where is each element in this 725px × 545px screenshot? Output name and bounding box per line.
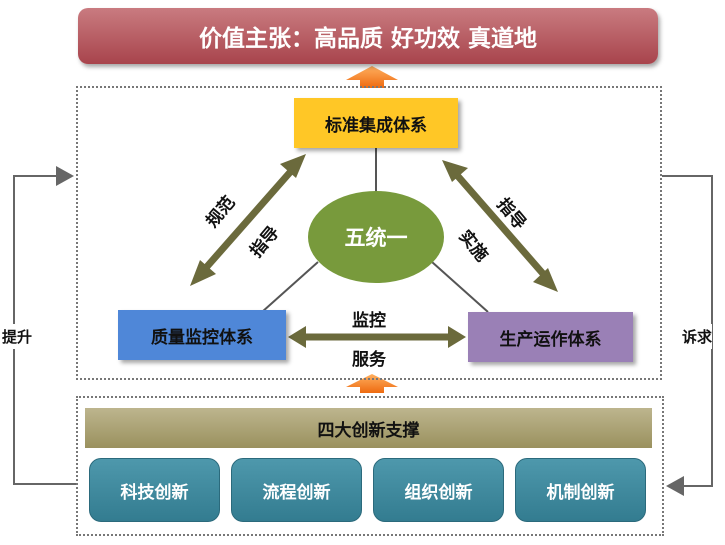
innovation-box-organization: 组织创新: [373, 458, 504, 522]
loop-label-right: 诉求: [682, 324, 713, 349]
five-unification-ellipse: 五统一: [308, 191, 444, 283]
innovation-box-process: 流程创新: [231, 458, 362, 522]
double-arrow-quality-production: [288, 326, 466, 348]
double-arrow-standard-quality: [190, 154, 306, 286]
standard-system-node: 标准集成体系: [294, 98, 458, 148]
innovation-box-mechanism: 机制创新: [515, 458, 646, 522]
innovation-frame: [76, 396, 664, 536]
loop-label-left: 提升: [2, 324, 33, 349]
system-frame: [76, 86, 662, 380]
production-node: 生产运作体系: [468, 312, 633, 362]
connector-line-right: [431, 261, 489, 313]
double-arrow-standard-production: [442, 160, 558, 292]
edge-label-fuwu: 服务: [352, 350, 386, 370]
innovation-support-bar: 四大创新支撑: [85, 408, 652, 448]
value-proposition-banner: 价值主张：高品质 好功效 真道地: [78, 8, 658, 64]
up-arrow-top: [346, 66, 398, 88]
quality-control-node: 质量监控体系: [118, 310, 286, 360]
up-arrow-bottom: [346, 374, 398, 393]
innovation-box-tech: 科技创新: [89, 458, 220, 522]
edge-label-jiankong: 监控: [352, 311, 386, 331]
connector-line-left: [261, 261, 319, 313]
